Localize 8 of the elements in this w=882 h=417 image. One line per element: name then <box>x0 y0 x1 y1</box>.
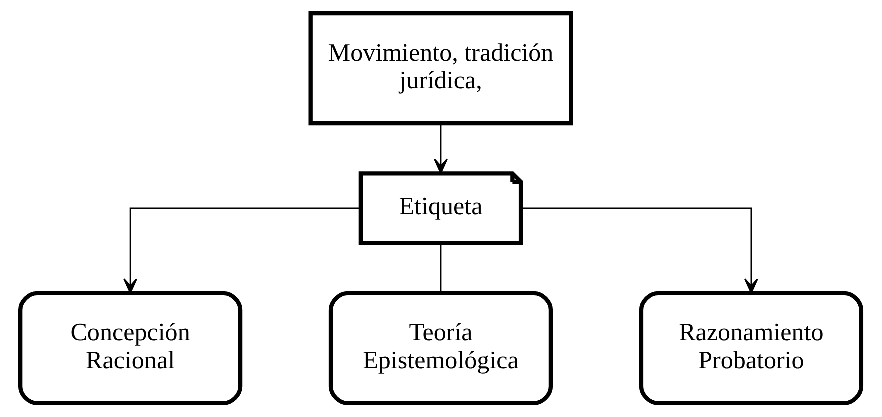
node-box: Movimiento, tradición jurídica, <box>308 12 574 126</box>
arrow <box>124 208 361 294</box>
arrow <box>521 208 758 294</box>
connector <box>440 243 442 294</box>
arrow <box>434 124 448 174</box>
node-box: Teoría Epistemológica <box>328 291 554 406</box>
node-box: Concepción Racional <box>18 291 243 406</box>
node-box: Razonamiento Probatorio <box>639 291 864 406</box>
